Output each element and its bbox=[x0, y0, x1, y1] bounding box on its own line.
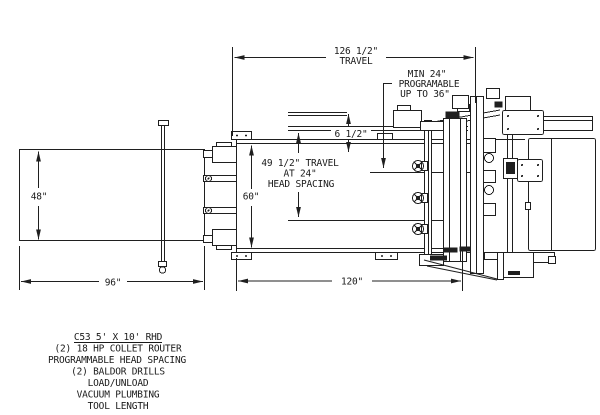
gantry-beam bbox=[412, 104, 471, 266]
head-range-line3: UP TO 36" bbox=[400, 89, 450, 100]
load-table bbox=[19, 149, 205, 241]
dim-x-travel-label: TRAVEL bbox=[339, 56, 373, 67]
dim-machine-length-value: 120" bbox=[341, 277, 363, 288]
spec-block: C53 5' X 10' RHD (2) 18 HP COLLET ROUTER… bbox=[48, 332, 187, 412]
load-table-outline bbox=[19, 149, 205, 241]
dim-y-travel-line2: AT 24" bbox=[283, 169, 316, 180]
dim-table-length: 96" bbox=[19, 246, 205, 290]
head-clamp-3 bbox=[412, 223, 428, 235]
dim-x-travel-value: 126 1/2" bbox=[334, 46, 378, 57]
dim-table-depth-value: 48" bbox=[31, 192, 48, 203]
frame-panel bbox=[528, 138, 596, 251]
head-range-line2: PROGRAMABLE bbox=[399, 79, 460, 90]
roller-bar-1 bbox=[203, 175, 237, 182]
dim-y-travel-line3: HEAD SPACING bbox=[268, 179, 335, 190]
pin-ball bbox=[158, 266, 167, 274]
rail-carriage bbox=[393, 110, 422, 128]
mounting-feet bbox=[231, 131, 503, 260]
chute bbox=[423, 259, 498, 281]
spec-line-3: LOAD/UNLOAD bbox=[88, 378, 149, 389]
beam-body bbox=[443, 118, 467, 262]
support-arm bbox=[543, 116, 593, 131]
head-range-line1: MIN 24" bbox=[408, 69, 447, 80]
head-clamp-1 bbox=[412, 160, 428, 172]
spec-line-0: (2) 18 HP COLLET ROUTER bbox=[55, 344, 182, 355]
dim-machine-depth-value: 60" bbox=[243, 192, 260, 203]
mount-plate-1 bbox=[502, 110, 544, 135]
dim-table-length-value: 96" bbox=[105, 278, 122, 289]
clamp-top bbox=[212, 146, 237, 163]
dim-y-travel: 49 1/2" TRAVEL AT 24" HEAD SPACING bbox=[261, 133, 339, 217]
spec-line-2: (2) BALDOR DRILLS bbox=[71, 367, 165, 378]
dim-offset-value: 6 1/2" bbox=[334, 129, 367, 140]
spec-line-4: VACUUM PLUMBING bbox=[77, 390, 160, 401]
drill-head-1 bbox=[484, 153, 494, 163]
pop-up-pin bbox=[158, 120, 169, 274]
dim-table-depth: 48" bbox=[31, 151, 48, 240]
spec-line-5: TOOL LENGTH bbox=[88, 401, 149, 412]
dim-x-travel: 126 1/2" TRAVEL bbox=[232, 46, 476, 136]
clamp-bottom bbox=[212, 229, 237, 246]
mount-plate-2 bbox=[517, 159, 543, 182]
head-clamp-2 bbox=[412, 192, 428, 204]
dim-y-travel-line1: 49 1/2" TRAVEL bbox=[261, 158, 339, 169]
spec-line-1: PROGRAMMABLE HEAD SPACING bbox=[48, 355, 186, 366]
dim-offset: 6 1/2" bbox=[331, 114, 371, 152]
note-head-range: MIN 24" PROGRAMABLE UP TO 36" bbox=[381, 69, 460, 168]
dim-machine-length: 120" bbox=[236, 250, 463, 291]
drill-head-2 bbox=[484, 185, 494, 195]
router-motor bbox=[452, 95, 469, 109]
leader-line bbox=[381, 83, 392, 168]
spec-title: C53 5' X 10' RHD bbox=[74, 332, 163, 343]
head-assembly bbox=[452, 88, 596, 280]
left-clamps bbox=[203, 142, 237, 250]
dim-machine-depth: 60" bbox=[243, 145, 260, 248]
roller-bar-2 bbox=[203, 207, 237, 214]
pin-cap bbox=[158, 120, 169, 126]
